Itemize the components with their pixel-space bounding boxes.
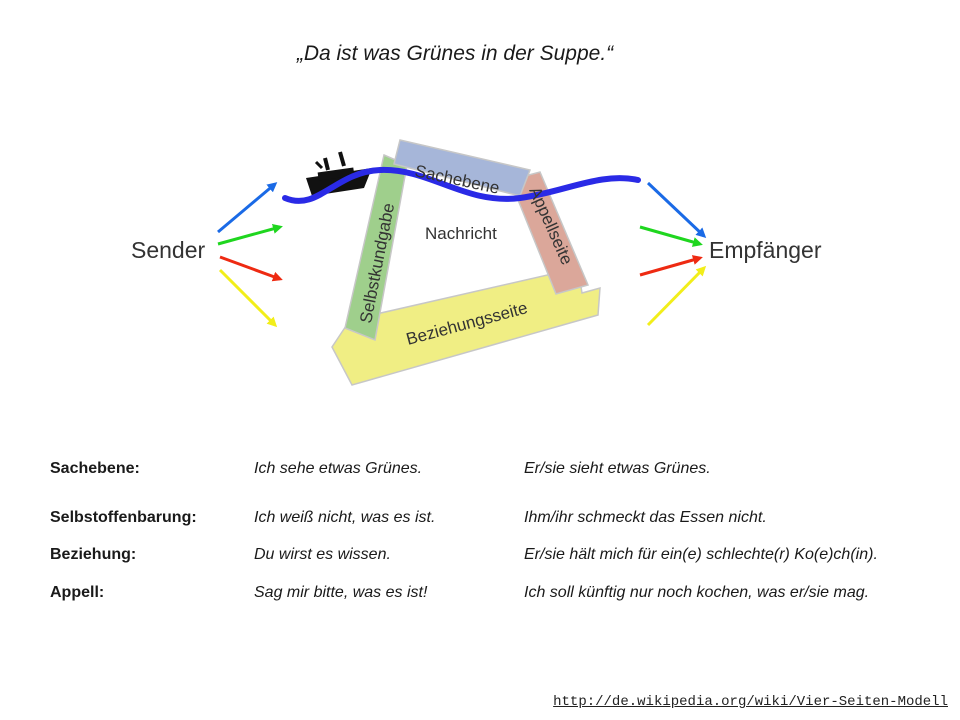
row-label: Appell: — [50, 584, 105, 601]
arrow-blue-sender — [217, 182, 278, 234]
example-row: Selbstoffenbarung: Ich weiß nicht, was e… — [0, 509, 960, 533]
sender-label: Sender — [131, 237, 206, 263]
wave-line — [282, 166, 641, 204]
receiver-label: Empfänger — [709, 237, 822, 263]
quote-title: „Da ist was Grünes in der Suppe.“ — [296, 42, 614, 65]
row-label: Sachebene: — [50, 460, 140, 477]
row-receiver-text: Ihm/ihr schmeckt das Essen nicht. — [524, 509, 767, 526]
arrow-red-receiver — [639, 255, 703, 277]
arrow-blue-receiver — [646, 181, 707, 239]
example-row: Appell: Sag mir bitte, was es ist! Ich s… — [0, 584, 960, 608]
row-receiver-text: Ich soll künftig nur noch kochen, was er… — [524, 584, 870, 601]
row-sender-text: Sag mir bitte, was es ist! — [254, 584, 428, 601]
row-label: Selbstoffenbarung: — [50, 509, 197, 526]
source-link[interactable]: http://de.wikipedia.org/wiki/Vier-Seiten… — [553, 694, 948, 710]
arrow-yellow-receiver — [646, 265, 707, 327]
side-relationship — [331, 267, 601, 386]
row-receiver-text: Er/sie sieht etwas Grünes. — [524, 460, 711, 477]
row-sender-text: Ich weiß nicht, was es ist. — [254, 509, 436, 526]
row-label: Beziehung: — [50, 546, 137, 563]
four-sides-diagram: Sender Empfänger Nachricht Sachebene Sel… — [131, 139, 822, 386]
arrow-yellow-sender — [218, 268, 278, 328]
row-sender-text: Ich sehe etwas Grünes. — [254, 460, 423, 477]
arrow-green-sender — [217, 224, 283, 246]
example-row: Sachebene: Ich sehe etwas Grünes. Er/sie… — [0, 460, 960, 484]
message-label: Nachricht — [425, 224, 497, 243]
example-row: Beziehung: Du wirst es wissen. Er/sie hä… — [0, 546, 960, 570]
arrow-green-receiver — [639, 225, 703, 247]
arrow-red-sender — [219, 255, 283, 282]
side-appeal — [508, 171, 590, 295]
row-sender-text: Du wirst es wissen. — [254, 546, 391, 563]
row-receiver-text: Er/sie hält mich für ein(e) schlechte(r)… — [524, 546, 878, 563]
